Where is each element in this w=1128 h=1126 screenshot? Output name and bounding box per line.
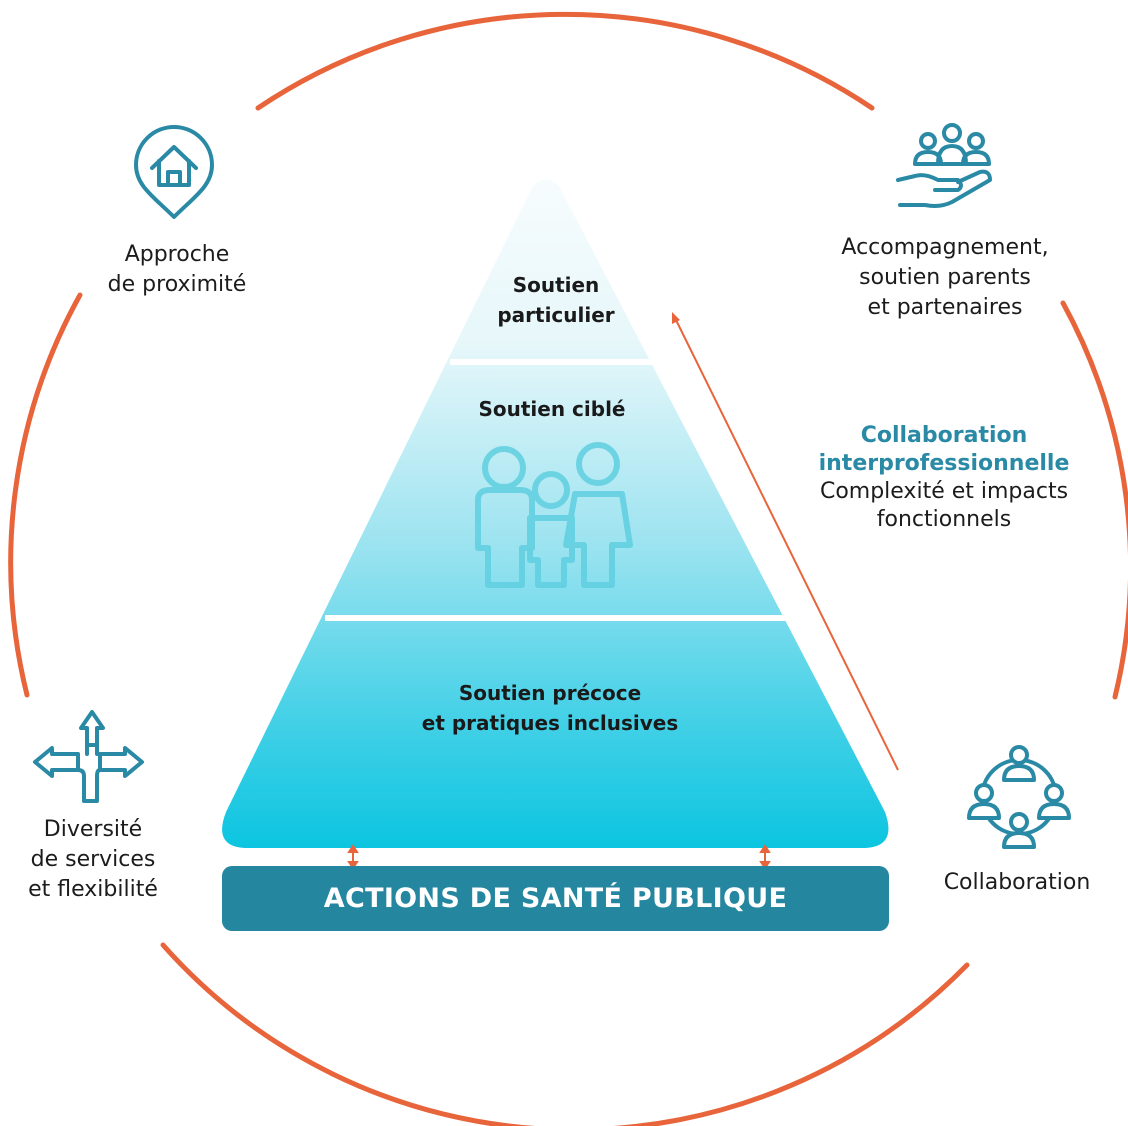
tier-top-line-2: particulier [497, 303, 615, 327]
ring-arc-top [255, 11, 875, 111]
feature-proximity-label: Approche de proximité [82, 240, 272, 300]
base-bar-label: ACTIONS DE SANTÉ PUBLIQUE [323, 883, 788, 914]
tier-bottom-line-2: et pratiques inclusives [421, 711, 679, 735]
base-bar: ACTIONS DE SANTÉ PUBLIQUE [222, 866, 889, 931]
tier-bottom-line-1: Soutien précoce [458, 681, 642, 705]
ring-arc-left [8, 292, 83, 698]
gradient-text-line-1: Complexité et impacts [819, 479, 1069, 504]
gradient-annotation: Collaboration interprofessionnelle Compl… [800, 422, 1088, 534]
feature-support-line-1: Accompagnement, [841, 235, 1049, 260]
base-connectors [347, 844, 771, 870]
complexity-arrow [672, 312, 899, 771]
tier-top-label: Soutien particulier [456, 270, 656, 330]
feature-support-label: Accompagnement, soutien parents et parte… [815, 233, 1075, 323]
tier-bottom-label: Soutien précoce et pratiques inclusives [370, 678, 730, 738]
house-location-pin-icon [134, 125, 214, 219]
gradient-title-line-1: Collaboration [860, 423, 1028, 448]
feature-support-line-2: soutien parents [859, 265, 1031, 290]
feature-diversity-line-2: de services [30, 847, 156, 872]
outer-ring [8, 11, 1128, 1126]
feature-diversity-line-1: Diversité [43, 817, 143, 842]
feature-diversity-label: Diversité de services et flexibilité [10, 815, 176, 905]
feature-proximity-line-2: de proximité [107, 272, 247, 297]
ring-arc-bottom [160, 942, 970, 1126]
crossroads-arrows-icon [33, 710, 144, 803]
feature-diversity-line-3: et flexibilité [28, 877, 158, 902]
feature-proximity-line-1: Approche [124, 242, 230, 267]
feature-support-line-3: et partenaires [867, 295, 1023, 320]
tier-middle-label: Soutien ciblé [402, 394, 702, 424]
pyramid [222, 179, 889, 848]
group-in-hand-icon [896, 123, 992, 208]
family-icon [475, 442, 633, 588]
gradient-text-line-2: fonctionnels [876, 507, 1012, 532]
people-network-icon [967, 745, 1071, 849]
tier-middle-line: Soutien ciblé [478, 397, 626, 421]
feature-collaboration-line: Collaboration [943, 870, 1091, 895]
ring-arc-right [1060, 300, 1128, 700]
tier-top-line-1: Soutien [512, 273, 600, 297]
gradient-title-line-2: interprofessionnelle [818, 451, 1070, 476]
feature-collaboration-label: Collaboration [925, 868, 1109, 898]
